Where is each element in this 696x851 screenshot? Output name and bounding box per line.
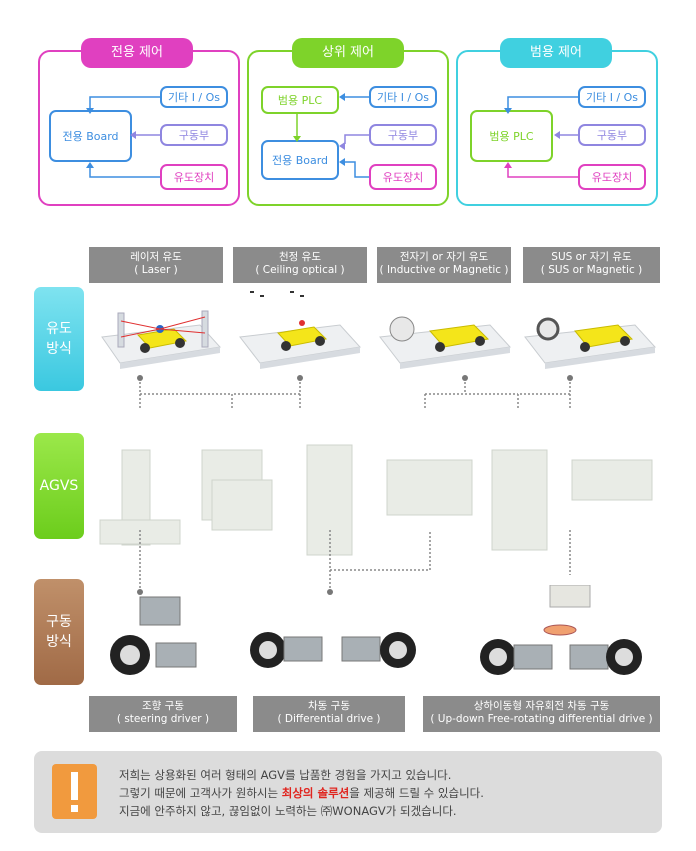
control-title-dedicated: 전용 제어 (81, 38, 193, 68)
guidance-box: 유도장치 (369, 164, 437, 190)
guidance-label: 전자기 or 자기 유도 (399, 251, 489, 263)
side-tab-drive: 구동 방식 (34, 579, 84, 685)
side-tab-guidance: 유도 방식 (34, 287, 84, 391)
main-box-plc: 범용 PLC (261, 86, 339, 114)
guidance-label: 천정 유도 (279, 251, 321, 263)
drive-sub: ( Up-down Free-rotating differential dri… (430, 713, 653, 725)
drive-header-differential: 차동 구동 ( Differential drive ) (253, 696, 405, 732)
drive-box: 구동부 (369, 124, 437, 146)
block3-arrows (504, 96, 578, 178)
guidance-sub: ( Ceiling optical ) (255, 264, 345, 276)
block1-arrows (86, 96, 160, 178)
drive-sub: ( Differential drive ) (277, 713, 381, 725)
guidance-connectors (137, 375, 573, 410)
inductive-agv-illustration (379, 316, 512, 369)
drive-label: 상하이동형 자유회전 차동 구동 (473, 700, 610, 712)
io-box: 기타 I / Os (369, 86, 437, 108)
notice-line-3: 지금에 안주하지 않고, 끊임없이 노력하는 ㈜WONAGV가 되겠습니다. (119, 804, 457, 818)
main-box-plc: 범용 PLC (470, 110, 553, 162)
control-title-general: 범용 제어 (500, 38, 612, 68)
steering-drive-illustration (110, 596, 197, 675)
drive-box: 구동부 (578, 124, 646, 146)
exclamation-icon (52, 764, 97, 819)
notice-line-2: 그렇기 때문에 고객사가 원하시는 최상의 솔루션을 제공해 드릴 수 있습니다… (119, 786, 484, 800)
agvs-illustrations (99, 444, 653, 556)
main-box-dedicated-board: 전용 Board (261, 140, 339, 180)
guidance-label: 레이저 유도 (130, 251, 182, 263)
block2-arrows (293, 93, 369, 178)
sus-agv-illustration (524, 317, 657, 369)
guidance-box: 유도장치 (578, 164, 646, 190)
drive-box: 구동부 (160, 124, 228, 146)
guidance-header-inductive: 전자기 or 자기 유도 ( Inductive or Magnetic ) (377, 247, 511, 283)
drive-sub: ( steering driver ) (116, 713, 210, 725)
guidance-header-laser: 레이저 유도 ( Laser ) (89, 247, 223, 283)
control-title-upper: 상위 제어 (292, 38, 404, 68)
guidance-header-sus: SUS or 자기 유도 ( SUS or Magnetic ) (523, 247, 660, 283)
ceiling-agv-illustration (239, 291, 361, 369)
guidance-sub: ( SUS or Magnetic ) (540, 264, 643, 276)
notice-box: 저희는 상용화된 여러 형태의 AGV를 납품한 경험을 가지고 있습니다. 그… (34, 751, 662, 833)
updown-differential-drive-illustration (480, 585, 642, 675)
agvs-drive-connectors (137, 530, 571, 595)
guidance-illustrations (101, 291, 657, 369)
io-box: 기타 I / Os (160, 86, 228, 108)
guidance-sub: ( Inductive or Magnetic ) (379, 264, 509, 276)
notice-line-1: 저희는 상용화된 여러 형태의 AGV를 납품한 경험을 가지고 있습니다. (119, 768, 452, 782)
drive-header-updown: 상하이동형 자유회전 차동 구동 ( Up-down Free-rotating… (423, 696, 660, 732)
notice-highlight: 최상의 솔루션 (281, 786, 350, 800)
io-box: 기타 I / Os (578, 86, 646, 108)
guidance-sub: ( Laser ) (134, 264, 178, 276)
side-tab-agvs: AGVS (34, 433, 84, 539)
notice-text: 저희는 상용화된 여러 형태의 AGV를 납품한 경험을 가지고 있습니다. 그… (119, 766, 484, 820)
main-box-dedicated-board: 전용 Board (49, 110, 132, 162)
drive-label: 차동 구동 (308, 700, 350, 712)
drive-label: 조향 구동 (142, 700, 184, 712)
laser-agv-illustration (101, 310, 221, 369)
guidance-box: 유도장치 (160, 164, 228, 190)
guidance-header-ceiling: 천정 유도 ( Ceiling optical ) (233, 247, 367, 283)
differential-drive-illustration (250, 632, 416, 668)
guidance-label: SUS or 자기 유도 (551, 251, 632, 263)
drive-illustrations (110, 585, 642, 675)
drive-header-steering: 조향 구동 ( steering driver ) (89, 696, 237, 732)
